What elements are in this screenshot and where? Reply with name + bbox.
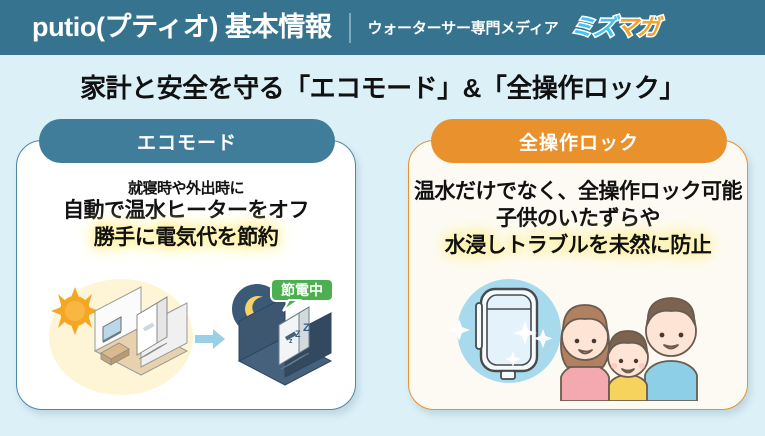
lock-line-2: 子供のいたずらや xyxy=(496,206,661,230)
brand-title: putio(プティオ) 基本情報 xyxy=(32,12,332,42)
father-figure xyxy=(644,297,698,401)
site-logo-part-b: マガ xyxy=(612,13,661,42)
lock-line-1: 温水だけでなく、全操作ロック可能 xyxy=(414,180,743,203)
transition-arrow-icon xyxy=(195,329,225,349)
card-eco-mode: エコモード 就寝時や外出時に 自動で温水ヒーターをオフ 勝手に電気代を節約 xyxy=(16,119,356,410)
site-logo-part-a: ミズ xyxy=(568,13,617,42)
header-tagline: ウォーターサー専門メディア xyxy=(367,20,559,37)
card-full-operation-lock-header: 全操作ロック xyxy=(431,119,727,163)
eco-line-1: 就寝時や外出時に xyxy=(127,180,245,197)
sleep-z-marks: z Z Z xyxy=(289,322,310,345)
water-server-day xyxy=(136,296,168,360)
card-eco-mode-header: エコモード xyxy=(39,119,335,163)
day-room xyxy=(93,286,189,376)
power-saving-badge: 節電中 xyxy=(270,278,334,312)
lock-line-3: 水浸しトラブルを未然に防止 xyxy=(444,233,712,257)
night-scene: z Z Z xyxy=(232,284,333,386)
card-eco-mode-body: 就寝時や外出時に 自動で温水ヒーターをオフ 勝手に電気代を節約 xyxy=(17,179,355,252)
svg-text:Z: Z xyxy=(295,329,301,339)
eco-line-3: 勝手に電気代を節約 xyxy=(93,226,279,250)
page-headline: 家計と安全を守る「エコモード」&「全操作ロック」 xyxy=(80,73,685,103)
eco-illustration: z Z Z 節電中 xyxy=(17,273,355,401)
card-full-operation-lock: 全操作ロック 温水だけでなく、全操作ロック可能 子供のいたずらや 水浸しトラブル… xyxy=(408,119,748,410)
water-heater-tank-icon xyxy=(448,287,553,380)
svg-text:Z: Z xyxy=(303,322,310,334)
lock-illustration xyxy=(409,273,747,401)
eco-line-2: 自動で温水ヒーターをオフ xyxy=(63,199,310,223)
sun-icon xyxy=(51,287,99,335)
site-logo: ミズマガ xyxy=(568,13,661,42)
header-divider xyxy=(349,12,352,43)
power-saving-badge-label: 節電中 xyxy=(281,282,323,298)
svg-text:z: z xyxy=(289,338,293,345)
header-bar: putio(プティオ) 基本情報 ウォーターサー専門メディア ミズマガ xyxy=(0,0,765,55)
card-full-operation-lock-body: 温水だけでなく、全操作ロック可能 子供のいたずらや 水浸しトラブルを未然に防止 xyxy=(409,179,747,260)
child-figure xyxy=(607,330,649,401)
water-server-night xyxy=(278,306,310,370)
mother-figure xyxy=(560,304,610,401)
sparkle-icons xyxy=(448,319,553,367)
family-illustration xyxy=(560,297,698,401)
